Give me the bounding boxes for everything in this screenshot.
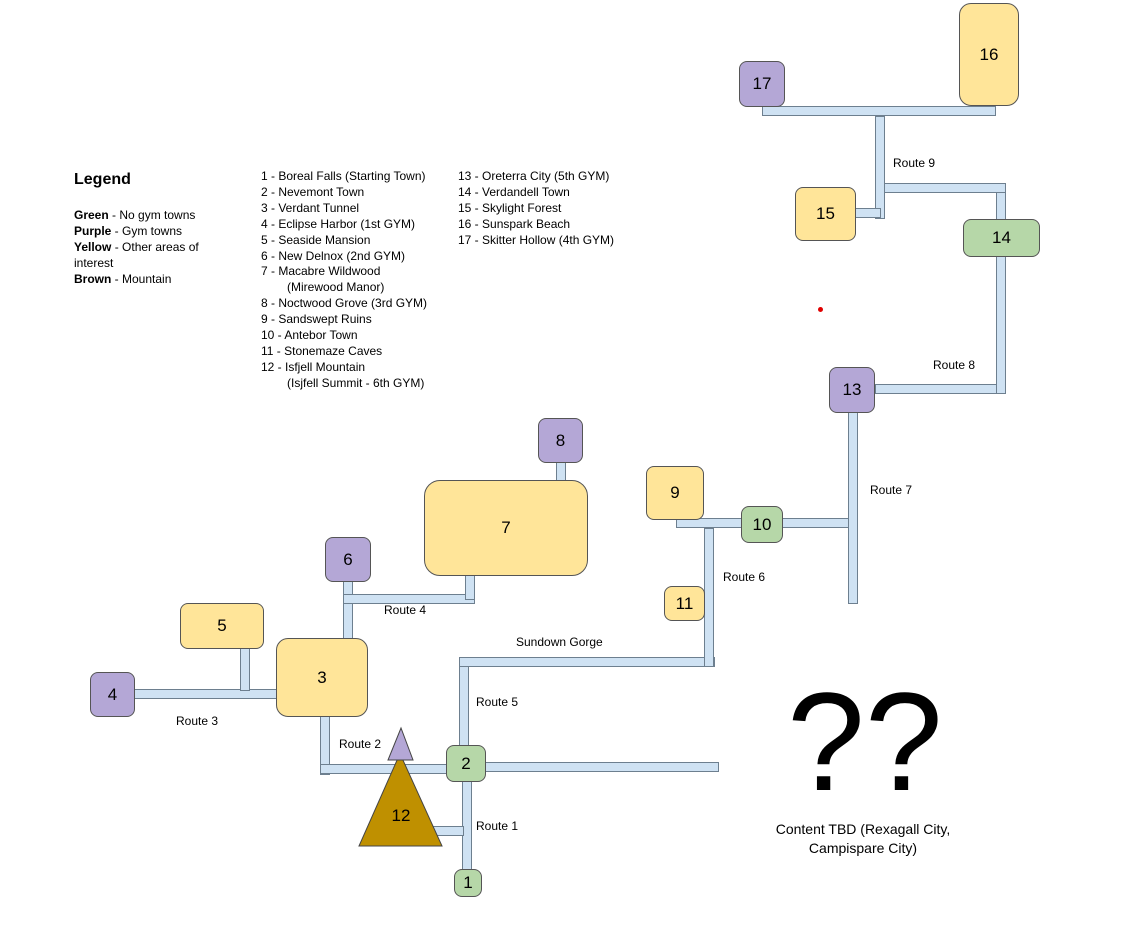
node-6[interactable]: 6 [325,537,371,582]
location-key-item: 6 - New Delnox (2nd GYM) [261,248,406,263]
node-16[interactable]: 16 [959,3,1019,106]
content-tbd-note: Content TBD (Rexagall City, Campispare C… [775,821,951,856]
location-key-item: 10 - Antebor Town [261,328,358,343]
legend-list: Green - No gym towns Purple - Gym towns … [74,207,234,287]
location-key-item: 9 - Sandswept Ruins [261,312,372,327]
node-15[interactable]: 15 [795,187,856,241]
location-key-item: 14 - Verdandell Town [458,184,570,199]
red-marker-dot [818,307,823,312]
location-key-item: 16 - Sunspark Beach [458,216,571,231]
unknown-area-symbol: ?? [787,663,943,820]
location-key-item: 12 - Isfjell Mountain [261,359,366,374]
node-11[interactable]: 11 [664,586,705,621]
legend-desc: - No gym towns [108,208,196,222]
road-sundown-gorge [459,657,715,667]
location-key-column-1: 1 - Boreal Falls (Starting Town) 2 - Nev… [261,169,427,392]
node-2[interactable]: 2 [446,745,486,782]
location-key-item: 13 - Oreterra City (5th GYM) [458,169,610,183]
location-key-item: 15 - Skylight Forest [458,200,562,215]
node-12-label: 12 [391,806,411,825]
sundown-gorge-label: Sundown Gorge [516,635,603,649]
location-key-item: 4 - Eclipse Harbor (1st GYM) [261,216,416,231]
location-key-item: 3 - Verdant Tunnel [261,200,360,215]
location-key-column-2: 13 - Oreterra City (5th GYM) 14 - Verdan… [458,169,614,249]
node-7[interactable]: 7 [424,480,588,576]
node-17[interactable]: 17 [739,61,785,107]
node-1[interactable]: 1 [454,869,482,897]
legend-entry-yellow: Yellow - Other areas of interest [74,239,234,271]
legend-key: Yellow [74,240,112,254]
location-key-item: 11 - Stonemaze Caves [261,343,383,358]
route-5-label: Route 5 [476,695,519,709]
route-7-label: Route 7 [870,483,913,497]
legend-entry-brown: Brown - Mountain [74,271,234,287]
route-1-label: Route 1 [476,819,519,833]
node-14[interactable]: 14 [963,219,1040,257]
road-17-to-16 [762,106,996,116]
route-2-label: Route 2 [339,737,382,751]
node-8[interactable]: 8 [538,418,583,463]
legend-desc: - Other areas of interest [74,240,199,270]
mountain-icon [358,757,443,847]
node-5[interactable]: 5 [180,603,264,649]
legend-desc: - Mountain [111,272,172,286]
location-key-item: 8 - Noctwood Grove (3rd GYM) [261,296,428,311]
legend-entry-purple: Purple - Gym towns [74,223,234,239]
route-3-label: Route 3 [176,714,219,728]
node-10[interactable]: 10 [741,506,783,543]
legend-entry-green: Green - No gym towns [74,207,234,223]
road-route-9-vertical [875,116,885,219]
node-4[interactable]: 4 [90,672,135,717]
location-key-item: 2 - Nevemont Town [261,184,365,199]
location-key-item: (Mirewood Manor) [287,280,385,295]
location-key-item: (Isjfell Summit - 6th GYM) [287,375,425,390]
route-4-label: Route 4 [384,603,427,617]
location-key-item: 17 - Skitter Hollow (4th GYM) [458,232,615,247]
node-3[interactable]: 3 [276,638,368,717]
location-key-item: 5 - Seaside Mansion [261,232,371,247]
location-key-item: 7 - Macabre Wildwood [261,264,381,279]
legend-title: Legend [74,171,131,188]
node-9[interactable]: 9 [646,466,704,520]
route-8-label: Route 8 [933,358,976,372]
legend-key: Brown [74,272,112,286]
legend-key: Purple [74,224,112,238]
route-9-label: Route 9 [893,156,936,170]
node-13[interactable]: 13 [829,367,875,413]
location-key-item: 1 - Boreal Falls (Starting Town) [261,169,426,183]
summit-icon [387,726,414,761]
route-6-label: Route 6 [723,570,766,584]
legend-key: Green [74,208,109,222]
legend-desc: - Gym towns [111,224,183,238]
